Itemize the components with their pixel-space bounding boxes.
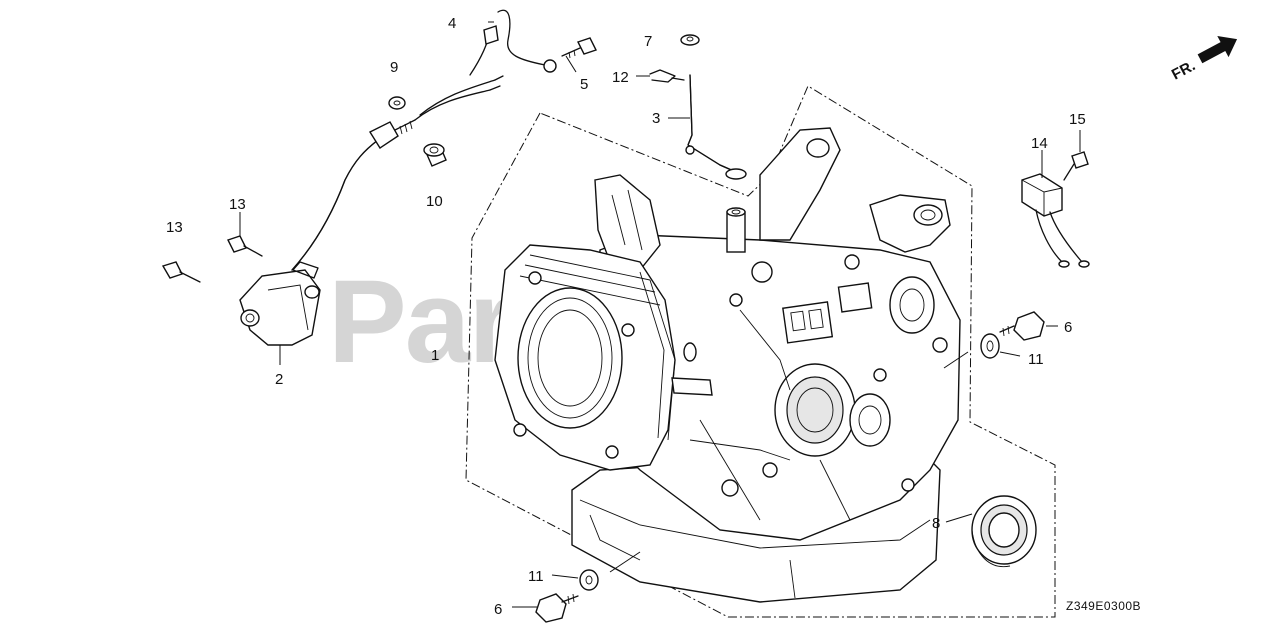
oil-seal-8[interactable]	[971, 495, 1037, 568]
switch-wire-harness[interactable]	[291, 9, 557, 279]
callout-3: 3	[652, 110, 660, 127]
callout-13-left: 13	[166, 219, 183, 236]
bolt-6-right[interactable]	[999, 311, 1045, 341]
callout-11-right: 11	[1028, 351, 1044, 368]
callout-15: 15	[1069, 111, 1086, 128]
callout-12: 12	[612, 69, 629, 86]
oil-level-switch[interactable]	[239, 269, 321, 346]
callout-2: 2	[275, 371, 283, 388]
callout-9: 9	[390, 59, 398, 76]
bolt-6-bottom[interactable]	[535, 593, 579, 623]
callout-11-bottom: 11	[528, 568, 544, 585]
callout-7: 7	[644, 33, 652, 50]
callout-6-right: 6	[1064, 319, 1072, 336]
callout-14: 14	[1031, 135, 1048, 152]
callout-5: 5	[580, 76, 588, 93]
front-label: FR.	[1169, 57, 1198, 83]
washer-11-right[interactable]	[980, 333, 1000, 359]
cable-clamp-14[interactable]	[1021, 173, 1090, 268]
grommet-10[interactable]	[423, 143, 447, 167]
callout-6-bottom: 6	[494, 601, 502, 618]
leader-lines	[239, 21, 1081, 608]
washer-11-bottom[interactable]	[579, 569, 599, 591]
front-arrow-icon	[1197, 35, 1238, 64]
washer-7[interactable]	[680, 34, 700, 46]
bolt-13-lower[interactable]	[161, 261, 201, 283]
bolt-13-upper[interactable]	[227, 235, 263, 257]
crankcase[interactable]	[494, 127, 961, 603]
callout-4: 4	[448, 15, 456, 32]
governor-arm-3[interactable]	[685, 74, 747, 180]
front-direction-marker: FR.	[1169, 35, 1238, 84]
bolt-5[interactable]	[561, 37, 597, 59]
clip-12[interactable]	[649, 69, 685, 83]
washer-9[interactable]	[388, 96, 406, 110]
callout-1: 1	[431, 347, 439, 364]
assembly-boundary	[465, 85, 1056, 618]
callout-8: 8	[932, 515, 940, 532]
callout-10: 10	[426, 193, 443, 210]
diagram-code: Z349E0300B	[1066, 599, 1141, 613]
callout-13-upper: 13	[229, 196, 246, 213]
bolt-15[interactable]	[1063, 151, 1089, 181]
